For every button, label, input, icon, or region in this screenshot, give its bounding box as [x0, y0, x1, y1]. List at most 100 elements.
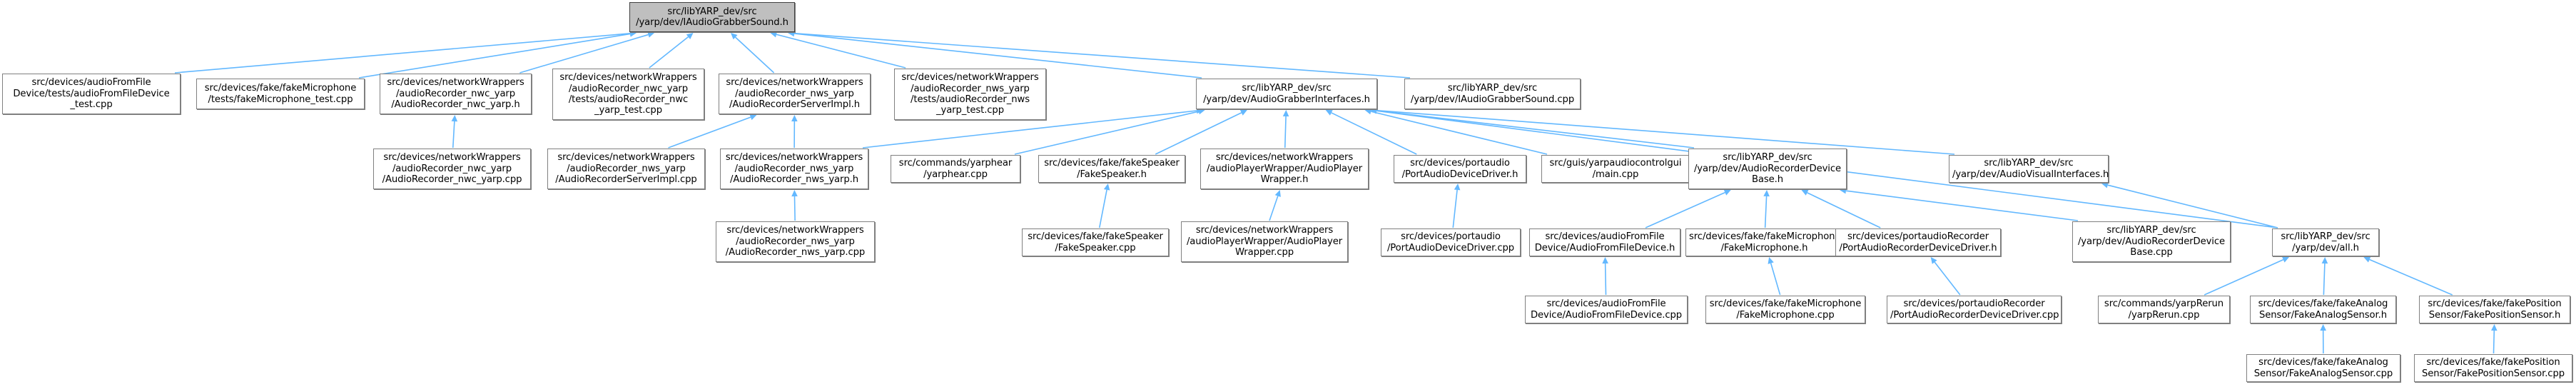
graph-node-label: src/devices/portaudioRecorder /PortAudio…: [1839, 231, 1997, 253]
graph-node[interactable]: src/devices/portaudioRecorder /PortAudio…: [1835, 228, 2001, 256]
graph-node-label: src/devices/networkWrappers /audioRecord…: [725, 225, 866, 258]
graph-node[interactable]: src/commands/yarphear /yarphear.cpp: [891, 155, 1020, 183]
graph-node[interactable]: src/devices/networkWrappers /audioRecord…: [716, 221, 875, 262]
graph-edge: [1452, 184, 1461, 228]
graph-node[interactable]: src/devices/networkWrappers /audioPlayer…: [1181, 221, 1348, 262]
graph-node[interactable]: src/devices/audioFromFile Device/AudioFr…: [1525, 296, 1688, 323]
graph-edge: [1768, 257, 1781, 296]
graph-node-label: src/devices/fake/fakeAnalog Sensor/FakeA…: [2253, 357, 2393, 379]
graph-node-label: src/devices/portaudio /PortAudioDeviceDr…: [1386, 231, 1515, 253]
graph-node[interactable]: src/devices/networkWrappers /audioPlayer…: [1200, 149, 1369, 189]
graph-node-root[interactable]: src/libYARP_dev/src /yarp/dev/IAudioGrab…: [629, 2, 795, 32]
graph-node-label: src/devices/networkWrappers /audioRecord…: [382, 152, 522, 186]
graph-node-label: src/devices/audioFromFile Device/AudioFr…: [1534, 231, 1675, 253]
graph-node-label: src/devices/fake/fakePosition Sensor/Fak…: [2421, 357, 2565, 379]
graph-node[interactable]: src/devices/portaudio /PortAudioDeviceDr…: [1381, 228, 1521, 256]
graph-edge: [1930, 257, 1961, 296]
graph-edge: [730, 33, 775, 74]
graph-node[interactable]: src/devices/audioFromFile Device/tests/a…: [2, 74, 181, 114]
graph-node[interactable]: src/devices/networkWrappers /audioRecord…: [719, 74, 871, 114]
graph-node[interactable]: src/devices/fake/fakeAnalog Sensor/FakeA…: [2250, 296, 2396, 323]
graph-node[interactable]: src/libYARP_dev/src /yarp/dev/all.h: [2272, 228, 2379, 256]
graph-edge: [1801, 190, 1881, 228]
graph-node[interactable]: src/devices/portaudioRecorder /PortAudio…: [1887, 296, 2062, 323]
graph-node-label: src/devices/portaudio /PortAudioDeviceDr…: [1401, 158, 1518, 180]
graph-node[interactable]: src/devices/fake/fakePosition Sensor/Fak…: [2414, 354, 2572, 382]
graph-node-label: src/libYARP_dev/src /yarp/dev/AudioRecor…: [2077, 225, 2226, 258]
graph-edge: [1645, 189, 1731, 228]
graph-edge: [2320, 324, 2326, 354]
graph-edge: [1325, 110, 1417, 155]
graph-edge: [1269, 190, 1281, 221]
graph-edge: [788, 30, 1411, 79]
graph-edge: [1098, 184, 1110, 228]
graph-edge: [2363, 256, 2453, 296]
graph-node-label: src/devices/networkWrappers /audioPlayer…: [1186, 225, 1343, 258]
graph-node-label: src/devices/fake/fakeSpeaker /FakeSpeake…: [1028, 231, 1163, 253]
graph-node[interactable]: src/libYARP_dev/src /yarp/dev/AudioRecor…: [1688, 149, 1847, 189]
graph-edge: [1282, 110, 1289, 149]
graph-node-label: src/commands/yarphear /yarphear.cpp: [898, 158, 1013, 180]
graph-node[interactable]: src/devices/networkWrappers /audioRecord…: [720, 149, 868, 189]
graph-node-label: src/devices/networkWrappers /audioRecord…: [387, 77, 524, 111]
graph-node[interactable]: src/devices/networkWrappers /audioRecord…: [373, 149, 531, 189]
graph-edge: [451, 115, 458, 149]
graph-node[interactable]: src/libYARP_dev/src /yarp/dev/AudioGrabb…: [1196, 79, 1377, 109]
graph-edge: [1155, 110, 1247, 155]
graph-node[interactable]: src/devices/fake/fakeMicrophone /FakeMic…: [1705, 296, 1865, 323]
graph-node[interactable]: src/devices/networkWrappers /audioRecord…: [894, 69, 1046, 120]
graph-edge: [174, 30, 637, 74]
graph-node[interactable]: src/commands/yarpRerun /yarpRerun.cpp: [2098, 296, 2230, 323]
graph-node-label: src/devices/fake/fakeAnalog Sensor/FakeA…: [2258, 298, 2388, 321]
graph-node-label: src/libYARP_dev/src /yarp/dev/AudioVisua…: [1952, 158, 2109, 180]
graph-node-label: src/devices/networkWrappers /audioPlayer…: [1206, 152, 1363, 186]
graph-node-label: src/devices/networkWrappers /audioRecord…: [726, 77, 863, 111]
graph-node-label: src/devices/audioFromFile Device/AudioFr…: [1530, 298, 1683, 321]
graph-node-label: src/devices/fake/fakePosition Sensor/Fak…: [2428, 298, 2562, 321]
graph-node[interactable]: src/devices/fake/fakeMicrophone /tests/f…: [196, 79, 365, 109]
graph-edge: [1763, 190, 1770, 228]
graph-edge: [770, 31, 906, 69]
graph-edge: [2204, 256, 2290, 296]
graph-node[interactable]: src/devices/networkWrappers /audioRecord…: [380, 74, 532, 114]
graph-edge: [2321, 257, 2328, 296]
graph-node[interactable]: src/libYARP_dev/src /yarp/dev/IAudioGrab…: [1404, 79, 1581, 109]
graph-node-label: src/devices/audioFromFile Device/tests/a…: [13, 77, 170, 111]
graph-node[interactable]: src/libYARP_dev/src /yarp/dev/AudioVisua…: [1949, 155, 2109, 183]
graph-node-label: src/libYARP_dev/src /yarp/dev/IAudioGrab…: [636, 6, 788, 28]
graph-node[interactable]: src/devices/networkWrappers /audioRecord…: [547, 149, 705, 189]
graph-edge: [1602, 257, 1608, 296]
graph-node[interactable]: src/libYARP_dev/src /yarp/dev/AudioRecor…: [2072, 221, 2231, 262]
graph-node[interactable]: src/devices/fake/fakePosition Sensor/Fak…: [2419, 296, 2570, 323]
graph-edge: [791, 190, 798, 221]
graph-edge: [1370, 107, 1695, 149]
graph-node-label: src/libYARP_dev/src /yarp/dev/all.h: [2281, 231, 2370, 253]
graph-node[interactable]: src/devices/fake/fakeAnalog Sensor/FakeA…: [2246, 354, 2400, 382]
graph-node-label: src/libYARP_dev/src /yarp/dev/IAudioGrab…: [1410, 83, 1575, 105]
graph-node-label: src/devices/networkWrappers /audioRecord…: [559, 72, 697, 116]
graph-edge: [791, 115, 798, 149]
graph-node[interactable]: src/devices/fake/fakeSpeaker /FakeSpeake…: [1022, 228, 1169, 256]
graph-node[interactable]: src/devices/fake/fakeSpeaker /FakeSpeake…: [1038, 155, 1185, 183]
graph-node[interactable]: src/devices/fake/fakeMicrophone /FakeMic…: [1685, 228, 1843, 256]
graph-node-label: src/devices/networkWrappers /audioRecord…: [725, 152, 863, 186]
graph-node[interactable]: src/devices/networkWrappers /audioRecord…: [552, 69, 704, 120]
graph-node-label: src/devices/networkWrappers /audioRecord…: [555, 152, 697, 186]
graph-node[interactable]: src/devices/audioFromFile Device/AudioFr…: [1529, 228, 1680, 256]
graph-edge: [1840, 187, 2079, 221]
graph-node-label: src/devices/fake/fakeSpeaker /FakeSpeake…: [1044, 158, 1180, 180]
graph-node-label: src/devices/fake/fakeMicrophone /FakeMic…: [1709, 298, 1862, 321]
graph-node-label: src/devices/fake/fakeMicrophone /tests/f…: [204, 83, 357, 105]
graph-edge: [1364, 108, 1548, 155]
graph-node[interactable]: src/devices/portaudio /PortAudioDeviceDr…: [1394, 155, 1526, 183]
graph-edge: [2491, 324, 2498, 354]
graph-node-label: src/guis/yarpaudiocontrolgui /main.cpp: [1549, 158, 1682, 180]
graph-node[interactable]: src/guis/yarpaudiocontrolgui /main.cpp: [1541, 155, 1690, 183]
graph-edge: [519, 31, 655, 74]
graph-node-label: src/devices/portaudioRecorder /PortAudio…: [1890, 298, 2059, 321]
graph-node-label: src/devices/networkWrappers /audioRecord…: [901, 72, 1039, 116]
graph-node-label: src/libYARP_dev/src /yarp/dev/AudioRecor…: [1693, 152, 1842, 186]
graph-edge: [649, 33, 694, 69]
graph-node-label: src/libYARP_dev/src /yarp/dev/AudioGrabb…: [1203, 83, 1370, 105]
